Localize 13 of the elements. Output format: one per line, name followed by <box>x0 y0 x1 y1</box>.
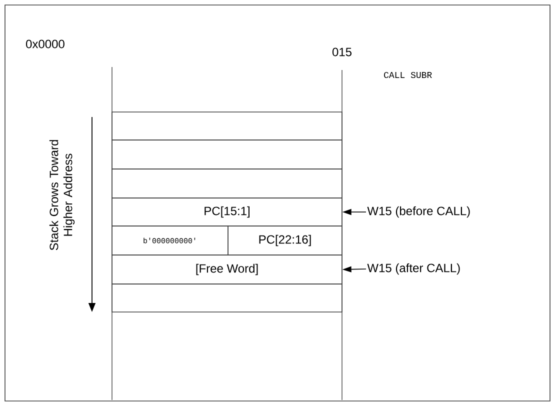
empty-stack-cell <box>112 168 342 198</box>
stack-cell: [Free Word] <box>112 254 342 284</box>
instruction-label: CALL SUBR <box>384 72 432 78</box>
stack-cell: PC[15:1] <box>112 198 342 226</box>
direction-label: Stack Grows Toward Higher Address <box>49 140 75 250</box>
empty-stack-cell <box>112 140 342 170</box>
pointer-label: W15 (after CALL) <box>367 263 460 275</box>
empty-stack-cell <box>112 284 342 312</box>
address-label: 0x0000 <box>26 40 64 48</box>
bit-label: 015 <box>332 48 352 56</box>
pointer-label: W15 (before CALL) <box>367 206 470 218</box>
stack-cell: PC[22:16] <box>228 226 342 256</box>
empty-stack-cell <box>112 112 342 140</box>
